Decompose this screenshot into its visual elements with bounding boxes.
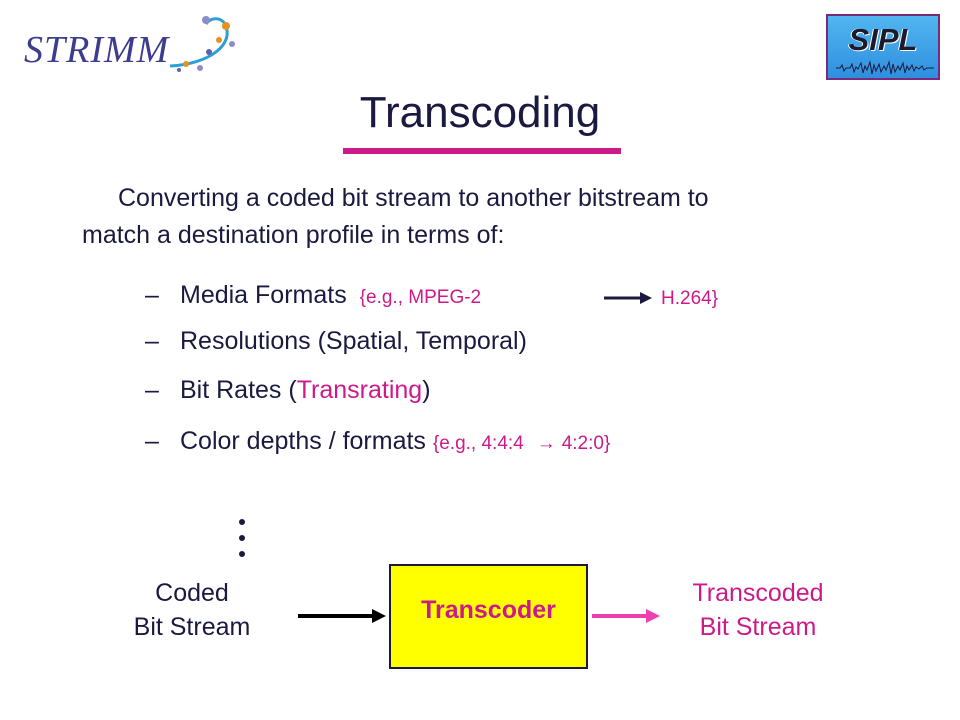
page-title: Transcoding xyxy=(359,88,601,137)
output-label-line-2: Bit Stream xyxy=(699,613,817,641)
bullet-dash: – xyxy=(145,327,159,355)
logo-text: STRIMM xyxy=(24,29,170,71)
intro-line-1: Converting a coded bit stream to another… xyxy=(118,184,709,212)
input-arrow-icon xyxy=(298,609,386,623)
title-underline xyxy=(343,148,621,154)
color-example-start: {e.g., 4:4:4 xyxy=(432,433,524,454)
bullet-label: Color depths / formats xyxy=(180,427,426,455)
output-arrow-icon xyxy=(592,609,660,623)
bullet-dash: – xyxy=(145,376,159,404)
bullet-label: Media Formats xyxy=(180,281,347,309)
transcoder-label: Transcoder xyxy=(421,596,556,624)
output-label-line-1: Transcoded xyxy=(692,579,824,607)
sipl-badge: SIPL xyxy=(826,14,940,80)
format-arrow-icon xyxy=(604,292,652,304)
intro-paragraph: Converting a coded bit stream to another… xyxy=(82,180,882,254)
bullet-color-depths: –Color depths / formats {e.g., 4:4:4 →4:… xyxy=(145,427,610,456)
media-example-end: H.264} xyxy=(661,288,719,309)
intro-line-2: match a destination profile in terms of: xyxy=(82,221,505,249)
bullet-dash: – xyxy=(145,427,159,455)
transcoder-box: Transcoder xyxy=(389,564,588,669)
input-label-line-1: Coded xyxy=(155,579,229,607)
strimm-logo: STRIMM xyxy=(20,14,250,74)
sipl-badge-text: SIPL xyxy=(848,22,918,57)
transrating-highlight: Transrating xyxy=(296,376,423,404)
bullet-label-start: Bit Rates ( xyxy=(180,376,297,404)
bullet-label-end: ) xyxy=(422,376,431,404)
bullet-label: Resolutions (Spatial, Temporal) xyxy=(180,327,527,355)
color-example-arrow: → xyxy=(536,433,556,454)
orbit-logo-icon xyxy=(169,16,235,72)
bullet-media-formats: –Media Formats {e.g., MPEG-2 xyxy=(145,281,481,310)
input-label-line-2: Bit Stream xyxy=(133,613,251,641)
bullet-resolutions: –Resolutions (Spatial, Temporal) xyxy=(145,327,527,356)
input-label: Coded Bit Stream xyxy=(100,576,284,644)
media-example-start: {e.g., MPEG-2 xyxy=(359,287,482,308)
output-label: Transcoded Bit Stream xyxy=(660,576,856,644)
ellipsis-dot xyxy=(239,519,245,525)
waveform-icon xyxy=(836,60,934,75)
ellipsis-dot xyxy=(239,551,245,557)
bullet-dash: – xyxy=(145,281,159,309)
color-example-end: 4:2:0} xyxy=(561,433,611,454)
bullet-bit-rates: –Bit Rates (Transrating) xyxy=(145,376,431,405)
ellipsis-dot xyxy=(239,535,245,541)
